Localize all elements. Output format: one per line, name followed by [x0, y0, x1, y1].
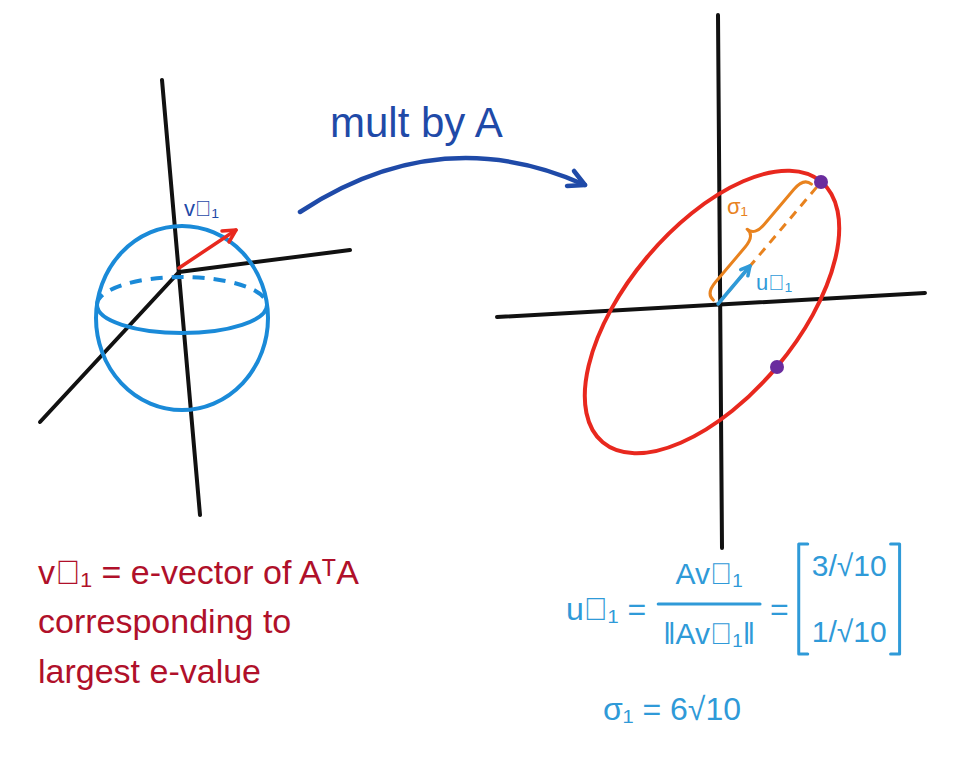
fraction-bar — [658, 603, 760, 606]
axes-2d — [497, 15, 925, 548]
equals-sign: = — [770, 590, 789, 628]
vector-arrow — [179, 230, 236, 268]
axis-line — [179, 250, 350, 272]
axis-point — [814, 175, 828, 189]
arrow-shaft — [718, 266, 750, 304]
sphere-equator-front — [97, 305, 267, 333]
singular-value: σ₁ = 6√10 — [603, 690, 741, 728]
vector-entry: 1/√10 — [812, 614, 887, 650]
length-label: σ₁ — [727, 194, 748, 220]
axis-line — [40, 272, 179, 422]
fraction-numerator: Av⃗₁ — [676, 556, 743, 592]
arrow-head — [741, 266, 750, 276]
vector-entry: 3/√10 — [812, 548, 887, 584]
equation-term: u⃗₁ = — [566, 590, 646, 628]
transform-arrow — [300, 158, 585, 212]
equation-marks — [658, 544, 899, 654]
arrow-curve — [300, 158, 585, 212]
sphere-outline — [96, 226, 268, 410]
axes-3d — [40, 80, 350, 515]
brace-curve — [710, 182, 811, 300]
image-ellipse — [538, 127, 887, 497]
arrow-shaft — [179, 230, 236, 268]
sphere-equator-back — [97, 277, 267, 305]
matrix-bracket — [891, 544, 900, 654]
length-brace — [710, 182, 811, 300]
arrow-head — [567, 171, 585, 186]
axis-point — [770, 360, 784, 374]
axis-line — [718, 15, 722, 548]
transform-label: mult by A — [330, 98, 503, 148]
definition-note: v⃗₁ = e-vector of AᵀA corresponding to l… — [38, 548, 378, 696]
vector-label: v⃗₁ — [184, 196, 219, 222]
unit-sphere — [96, 226, 268, 410]
arrow-head — [222, 230, 236, 242]
semi-axis-line — [718, 182, 821, 304]
fraction-denominator: ‖Av⃗₁‖ — [663, 616, 755, 652]
unit-vector-arrow — [718, 266, 750, 304]
vector-label: u⃗₁ — [756, 270, 792, 296]
matrix-bracket — [799, 544, 808, 654]
axis-line — [162, 80, 200, 515]
